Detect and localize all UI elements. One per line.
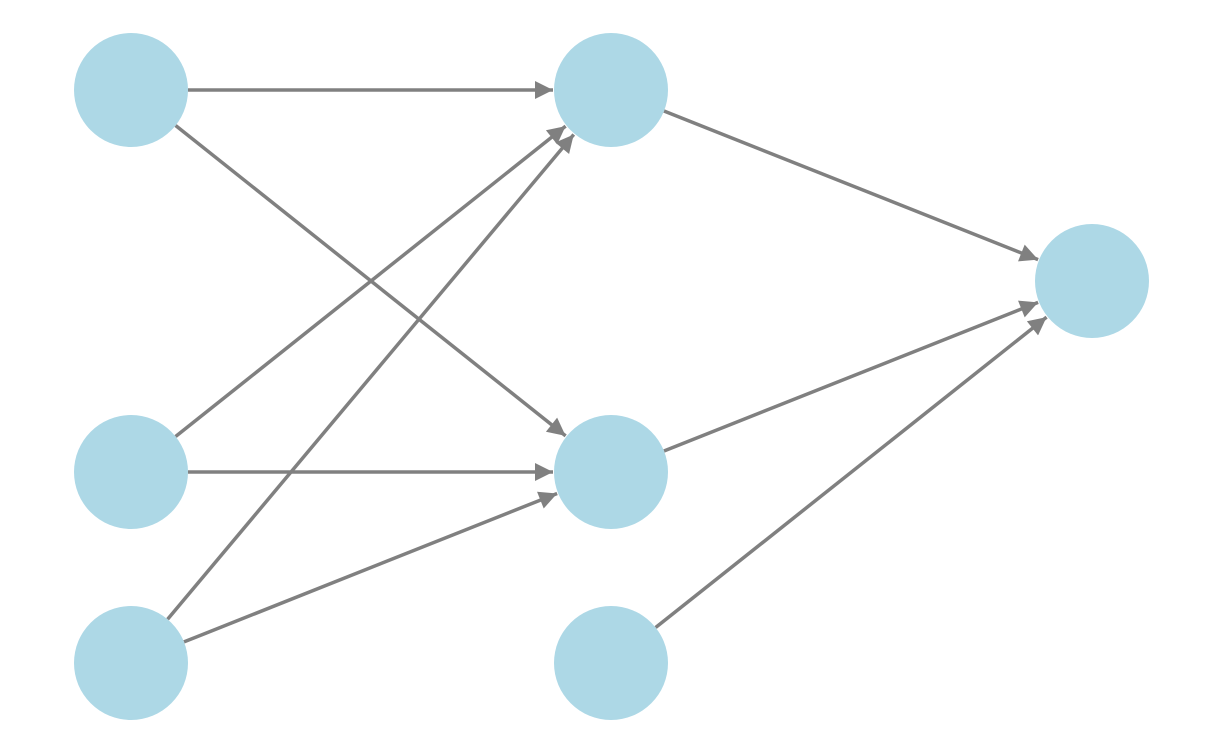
node-c1 — [1035, 224, 1149, 338]
node-a2 — [74, 415, 188, 529]
node-a3 — [74, 606, 188, 720]
node-a1 — [74, 33, 188, 147]
node-b2 — [554, 415, 668, 529]
edge-a2-b1 — [174, 124, 567, 438]
nodes — [74, 33, 1149, 720]
edge-b2-c1 — [663, 300, 1039, 453]
edge-b3-c1 — [654, 315, 1048, 629]
edges — [166, 81, 1048, 644]
edge-a3-b2 — [183, 491, 558, 644]
node-b3 — [554, 606, 668, 720]
edge-a3-b1 — [166, 133, 576, 621]
node-b1 — [554, 33, 668, 147]
edge-b1-c1 — [663, 109, 1039, 262]
